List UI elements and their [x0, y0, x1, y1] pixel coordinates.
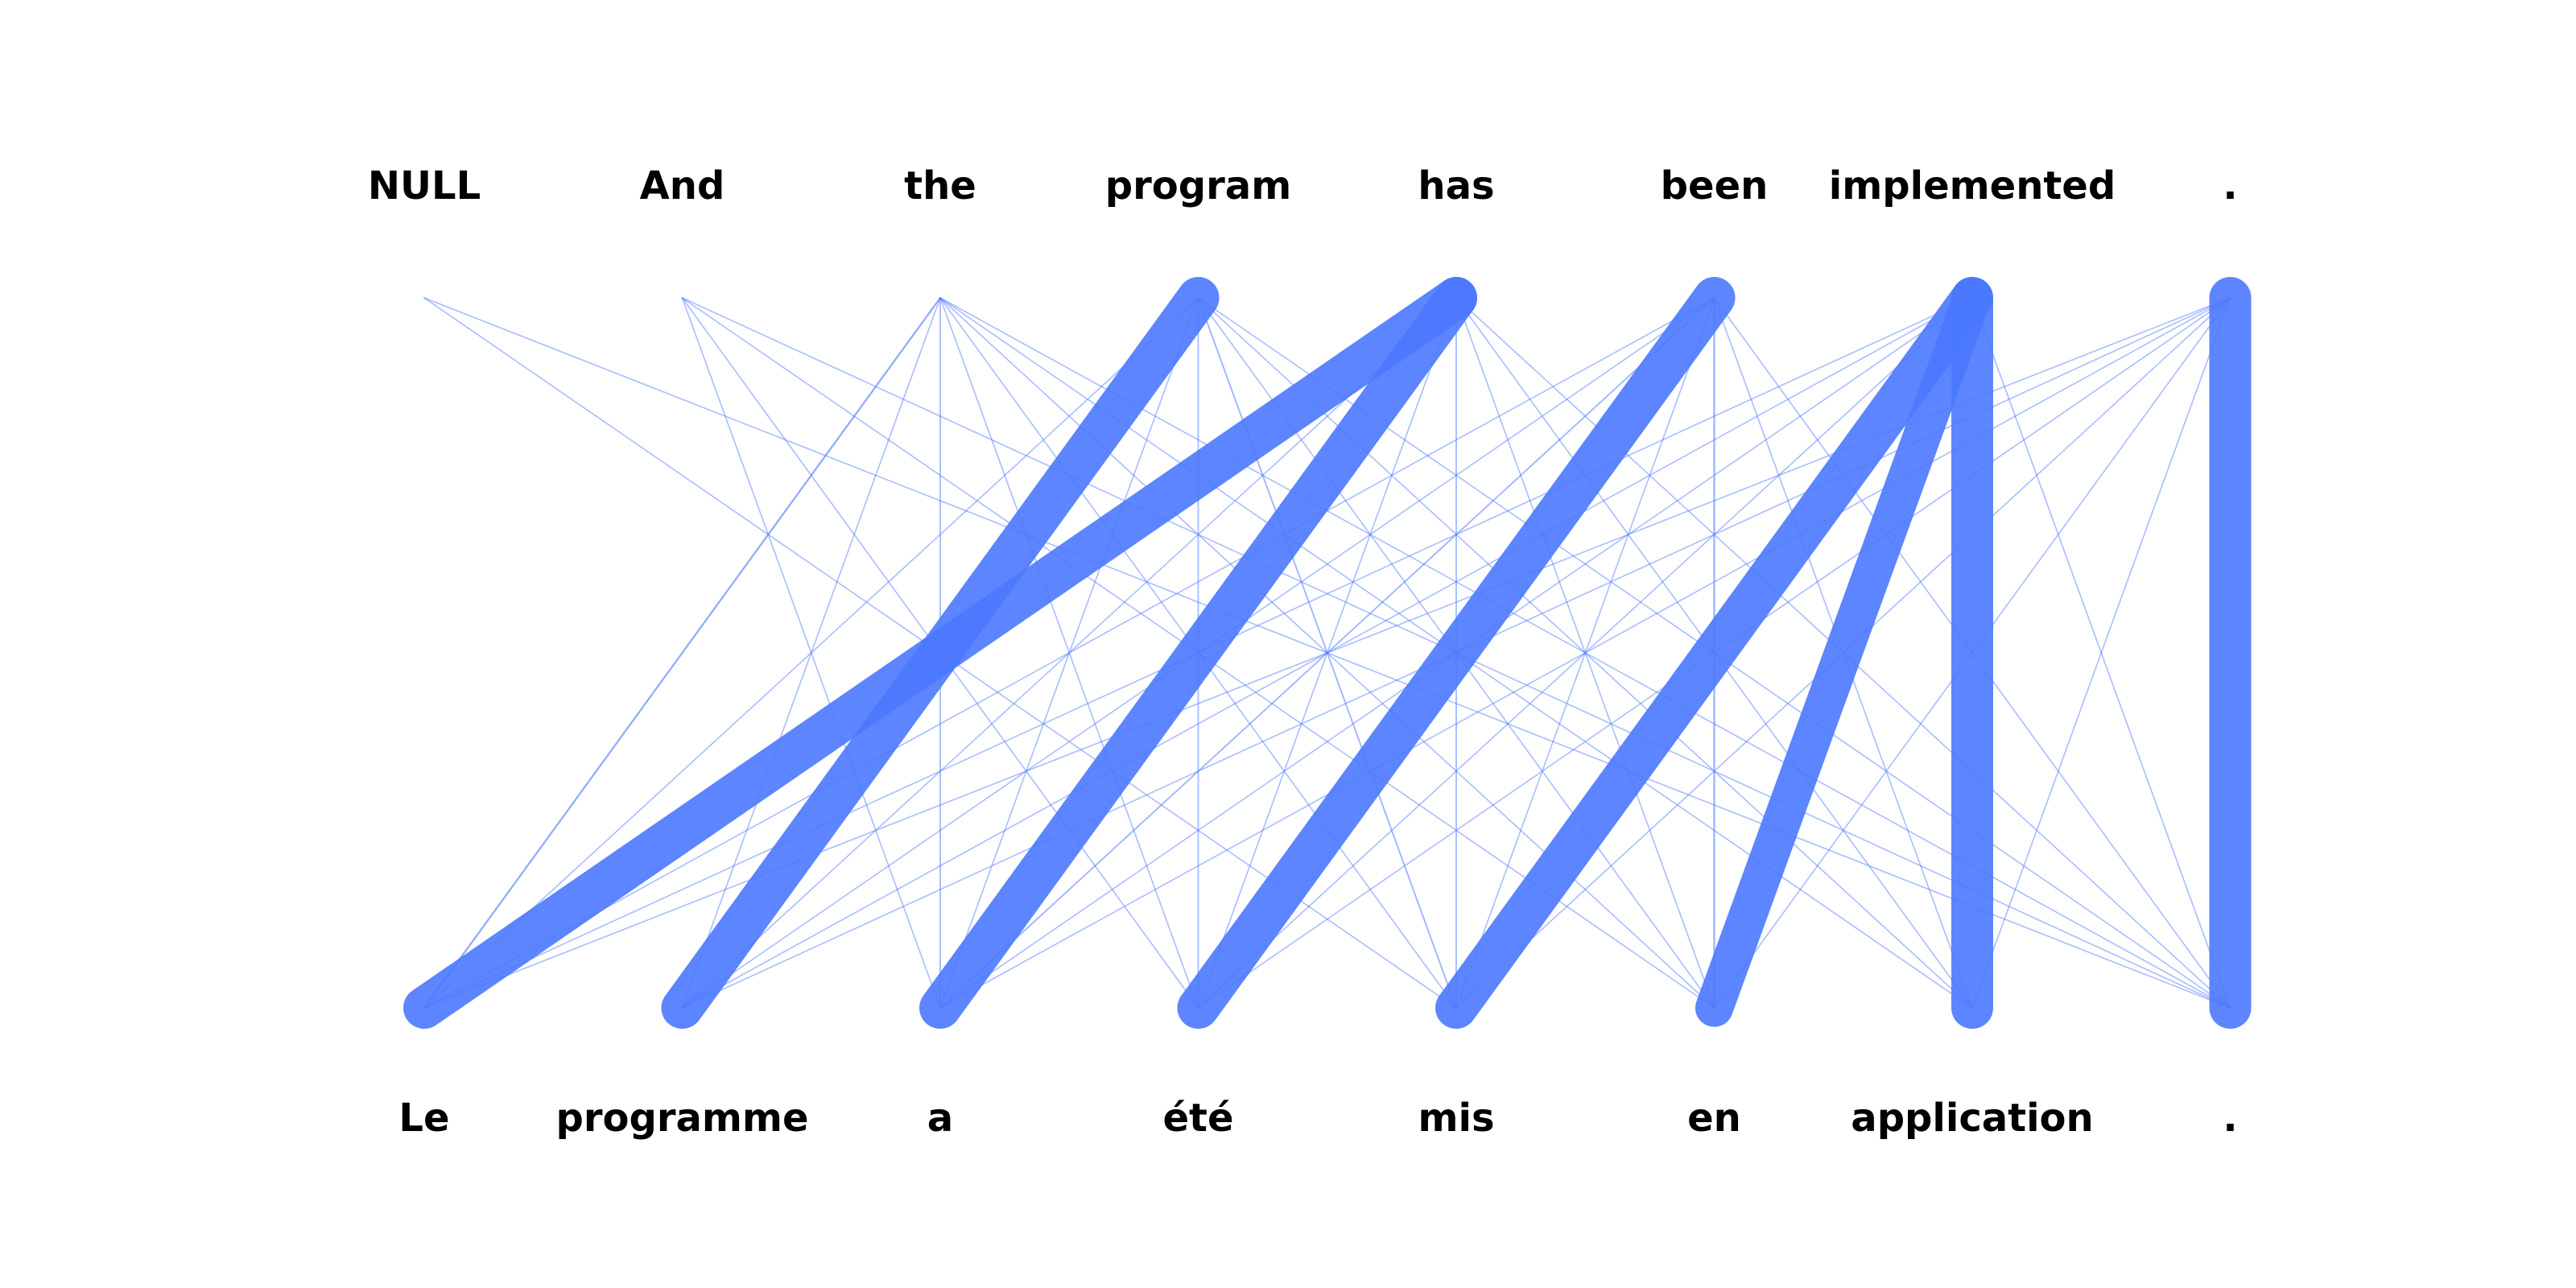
faint-alignment-line: [681, 297, 941, 1009]
target-word: programme: [555, 1096, 808, 1141]
strong-alignment-line: [1695, 279, 1992, 1027]
source-word: .: [2223, 163, 2237, 208]
weak-alignment-line: [1197, 297, 1457, 1009]
faint-alignment-line: [681, 297, 941, 1009]
faint-alignment-line: [1455, 297, 1715, 1009]
faint-alignment-line: [1971, 297, 2231, 1009]
strong-alignment-line: [919, 277, 1477, 1029]
weak-alignment-line: [423, 296, 942, 1009]
target-word: mis: [1418, 1096, 1494, 1141]
faint-alignment-line: [681, 297, 1457, 1009]
faint-alignment-line: [423, 297, 1199, 1009]
source-word: program: [1105, 163, 1291, 208]
source-words: NULL And the program has been implemented.: [368, 163, 2238, 208]
source-word: implemented: [1829, 163, 2116, 208]
target-word: application: [1851, 1096, 2093, 1141]
faint-alignment-line: [1197, 297, 1973, 1009]
strong-alignment-line: [1177, 277, 1736, 1029]
faint-alignment-line: [1455, 297, 1715, 1009]
source-word: NULL: [368, 163, 481, 208]
target-word: Le: [398, 1096, 449, 1141]
strong-alignment-line: [661, 277, 1220, 1029]
faint-alignment-line: [423, 297, 1715, 1009]
faint-alignment-line: [1197, 297, 1973, 1009]
faint-alignment-lines: [423, 296, 2231, 1009]
target-word: .: [2223, 1096, 2237, 1141]
faint-alignment-line: [939, 297, 1199, 1009]
faint-alignment-line: [939, 297, 1199, 1009]
faint-alignment-line: [1971, 297, 2231, 1009]
source-word: the: [904, 163, 976, 208]
source-word: And: [640, 163, 725, 208]
target-word: en: [1687, 1096, 1741, 1141]
strong-alignment-lines: [403, 277, 2252, 1029]
source-word: been: [1661, 163, 1769, 208]
source-word: has: [1418, 163, 1494, 208]
faint-alignment-line: [939, 297, 2231, 1009]
target-words: Le programme a été mis en application.: [398, 1096, 2237, 1141]
strong-alignment-line: [1435, 277, 1993, 1029]
target-word: été: [1162, 1096, 1233, 1141]
target-word: a: [927, 1096, 953, 1141]
faint-alignment-line: [939, 297, 2231, 1009]
